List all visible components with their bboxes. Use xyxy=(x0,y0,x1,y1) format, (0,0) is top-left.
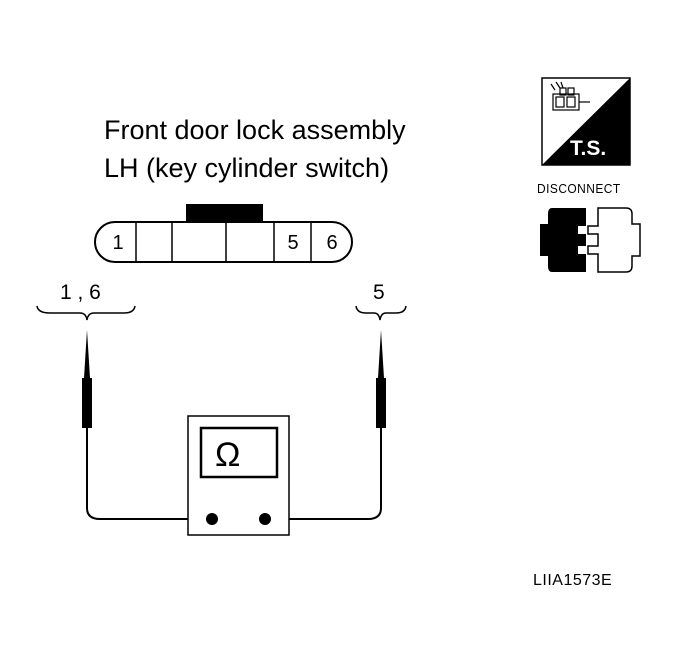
ohmmeter xyxy=(187,415,290,536)
harness-connector-icon xyxy=(550,81,590,111)
connector-body xyxy=(94,221,353,263)
left-probe-label: 1 , 6 xyxy=(60,281,101,304)
ts-label: T.S. xyxy=(570,137,607,160)
ohm-symbol: Ω xyxy=(215,436,241,474)
left-brace xyxy=(36,305,136,321)
connector xyxy=(94,204,353,263)
right-probe xyxy=(265,330,386,520)
meter-terminal-left xyxy=(206,513,218,525)
right-brace xyxy=(355,305,407,321)
left-probe xyxy=(82,330,212,520)
connector-lock-tab xyxy=(186,204,263,224)
disconnect-icon xyxy=(540,207,641,273)
connector-pin-6: 6 xyxy=(326,232,338,254)
meter-display xyxy=(199,426,279,479)
connector-pin-5: 5 xyxy=(287,232,299,254)
connector-pin-1: 1 xyxy=(112,232,124,254)
disconnect-label: DISCONNECT xyxy=(537,181,621,196)
ts-icon xyxy=(541,77,631,166)
component-title-line1: Front door lock assembly xyxy=(104,115,406,145)
component-title-line2: LH (key cylinder switch) xyxy=(104,153,390,183)
right-probe-label: 5 xyxy=(373,281,385,304)
meter-terminal-right xyxy=(259,513,271,525)
figure-code: LIIA1573E xyxy=(533,572,613,589)
